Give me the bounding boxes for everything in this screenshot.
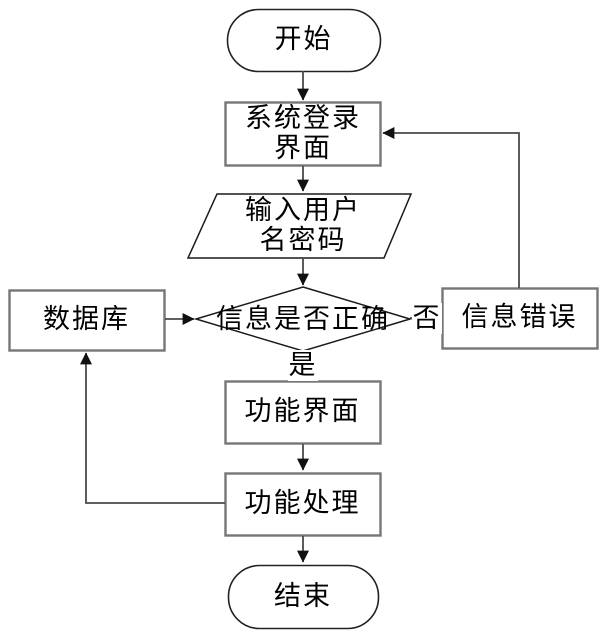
end-label: 结束: [274, 580, 332, 612]
function-process-box: [224, 472, 382, 537]
no-branch-label: 否: [412, 302, 442, 334]
function-process-label: 功能处理: [244, 488, 361, 519]
input-parallelogram: [186, 193, 413, 259]
start-terminator-shape: [226, 8, 382, 73]
yes-branch-label: 是: [288, 349, 318, 381]
end-terminator-shape: [227, 564, 380, 630]
info-error-label: 信息错误: [461, 302, 578, 333]
input-credentials-label: 输入用户名密码: [245, 195, 361, 256]
login-screen-label: 系统登录界面: [245, 102, 361, 164]
info-error-box: [441, 287, 599, 350]
database-box: [8, 289, 166, 352]
start-label: 开始: [274, 24, 333, 55]
function-ui-label: 功能界面: [244, 396, 361, 427]
database-label: 数据库: [43, 304, 130, 335]
edge-process-to-database: [80, 352, 225, 504]
edge-error-to-login: [382, 127, 520, 288]
function-ui-box: [224, 380, 382, 445]
login-screen-box: [224, 101, 382, 167]
decision-label: 信息是否正确: [216, 303, 390, 335]
